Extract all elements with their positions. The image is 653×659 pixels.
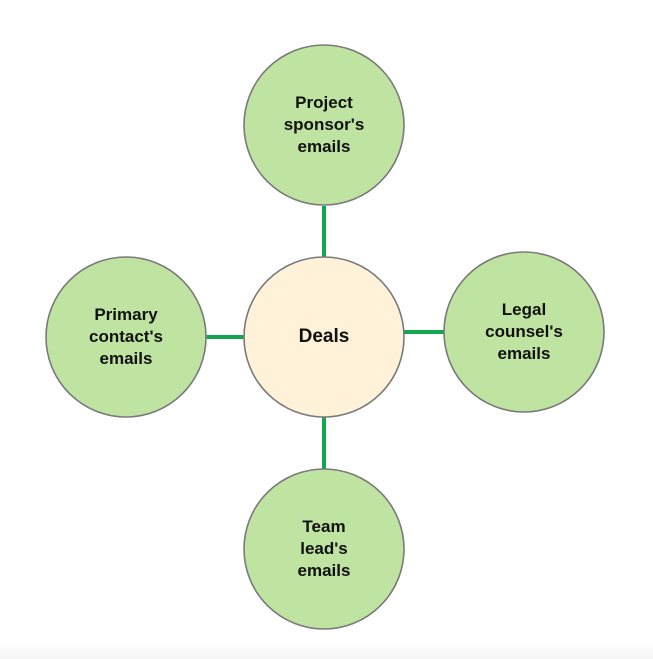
node-primary-contact[interactable]	[45, 256, 207, 418]
node-legal-counsel[interactable]	[443, 251, 605, 413]
node-team-lead[interactable]	[243, 468, 405, 630]
node-label-project-sponsor: Project sponsor's emails	[283, 93, 365, 156]
node-label-primary-contact: Primary contact's emails	[89, 305, 163, 368]
node-label-team-lead: Team lead's emails	[297, 517, 351, 580]
node-deals[interactable]	[243, 256, 405, 418]
node-label-deals: Deals	[298, 326, 350, 347]
node-project-sponsor[interactable]	[243, 44, 405, 206]
node-label-legal-counsel: Legal counsel's emails	[485, 300, 563, 363]
footer-band	[0, 647, 653, 659]
